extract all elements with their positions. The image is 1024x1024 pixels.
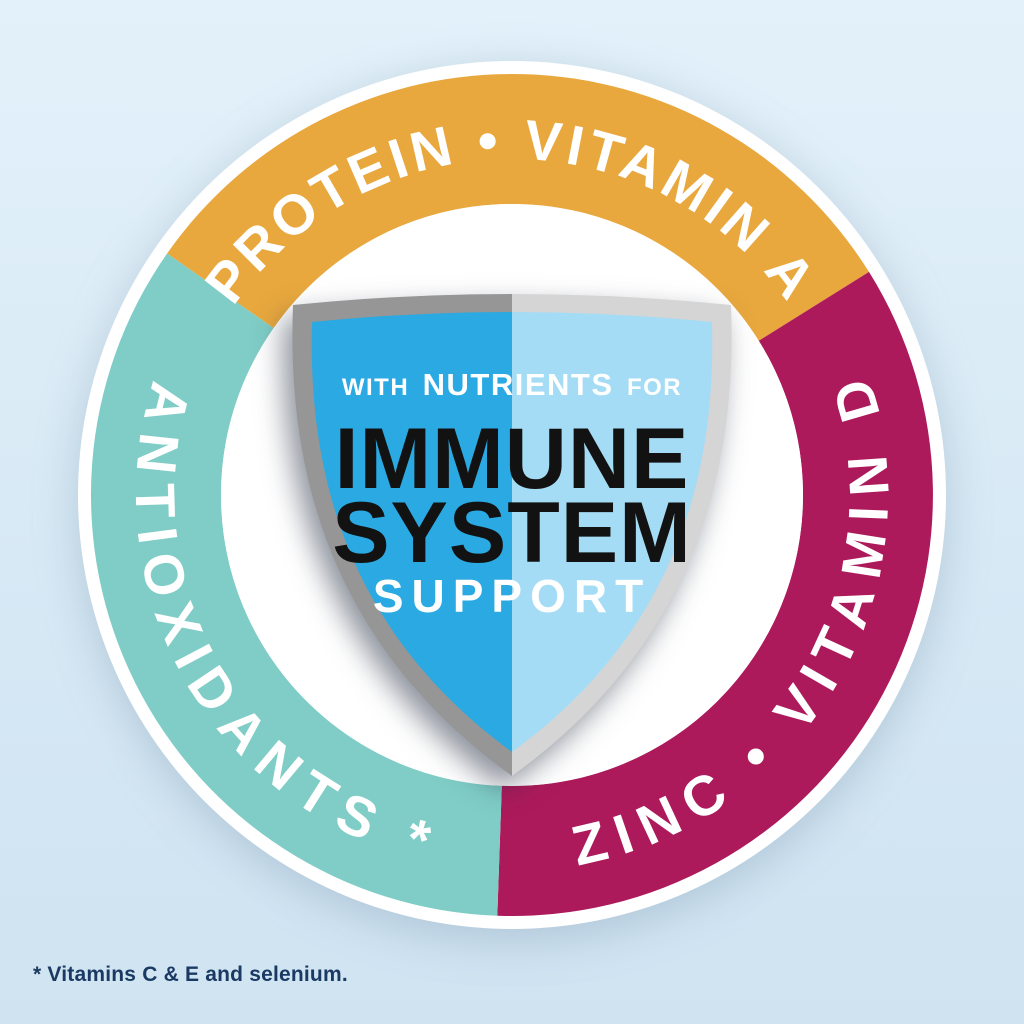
ring-segment-zinc-vitamin-d <box>497 271 933 916</box>
ring-segment-protein-vitamin-a <box>167 73 870 341</box>
shield-tagline: WITH NUTRIENTS FOR <box>342 367 682 402</box>
shield-title-line1: IMMUNE <box>335 411 690 507</box>
shield-tagline-prefix: WITH <box>342 374 409 401</box>
shield-title-line2: SYSTEM <box>332 485 692 581</box>
ring-segment-antioxidants <box>90 253 502 916</box>
shield-subtitle: SUPPORT <box>373 570 651 622</box>
shield-tagline-emphasis: NUTRIENTS <box>423 367 614 402</box>
shield-tagline-suffix: FOR <box>627 374 682 401</box>
footnote-vitamins-selenium: * Vitamins C & E and selenium. <box>33 963 348 986</box>
